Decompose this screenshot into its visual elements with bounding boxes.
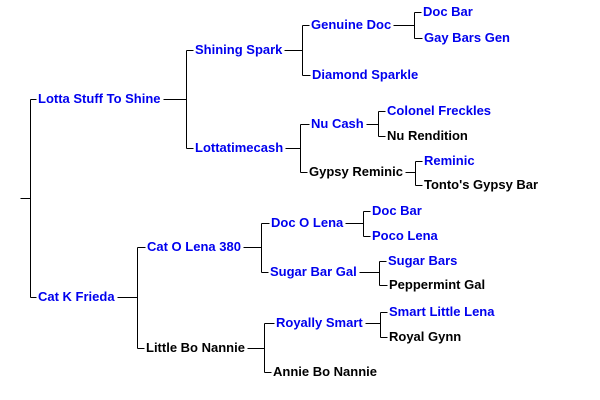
pedigree-node-smart-little-lena[interactable]: Smart Little Lena	[389, 304, 495, 319]
pedigree-node-peppermint-gal: Peppermint Gal	[389, 277, 486, 292]
pedigree-node-shining-spark[interactable]: Shining Spark	[195, 42, 283, 57]
pedigree-node-lotta-stuff-to-shine[interactable]: Lotta Stuff To Shine	[38, 91, 161, 106]
pedigree-node-reminic[interactable]: Reminic	[424, 153, 475, 168]
pedigree-node-diamond-sparkle[interactable]: Diamond Sparkle	[312, 67, 419, 82]
pedigree-node-colonel-freckles[interactable]: Colonel Freckles	[387, 103, 492, 118]
pedigree-node-royally-smart[interactable]: Royally Smart	[276, 315, 363, 330]
pedigree-node-doc-o-lena[interactable]: Doc O Lena	[271, 215, 344, 230]
pedigree-node-doc-bar-2[interactable]: Doc Bar	[372, 203, 422, 218]
pedigree-node-genuine-doc[interactable]: Genuine Doc	[311, 17, 392, 32]
pedigree-node-sugar-bar-gal[interactable]: Sugar Bar Gal	[270, 264, 357, 279]
pedigree-node-cat-o-lena-380[interactable]: Cat O Lena 380	[147, 239, 241, 254]
pedigree-node-lottatimecash[interactable]: Lottatimecash	[195, 140, 284, 155]
pedigree-node-cat-k-frieda[interactable]: Cat K Frieda	[38, 289, 115, 304]
pedigree-node-nu-cash[interactable]: Nu Cash	[311, 116, 364, 131]
pedigree-node-annie-bo-nannie: Annie Bo Nannie	[273, 364, 378, 379]
pedigree-node-royal-gynn: Royal Gynn	[389, 329, 462, 344]
pedigree-node-little-bo-nannie: Little Bo Nannie	[146, 340, 245, 355]
pedigree-node-poco-lena[interactable]: Poco Lena	[372, 228, 438, 243]
pedigree-node-nu-rendition: Nu Rendition	[387, 128, 468, 143]
pedigree-node-gypsy-reminic: Gypsy Reminic	[309, 164, 403, 179]
pedigree-node-gay-bars-gen[interactable]: Gay Bars Gen	[424, 30, 510, 45]
pedigree-node-sugar-bars[interactable]: Sugar Bars	[388, 253, 458, 268]
pedigree-node-doc-bar-1[interactable]: Doc Bar	[423, 4, 473, 19]
pedigree-node-tontos-gypsy-bar: Tonto's Gypsy Bar	[424, 177, 539, 192]
